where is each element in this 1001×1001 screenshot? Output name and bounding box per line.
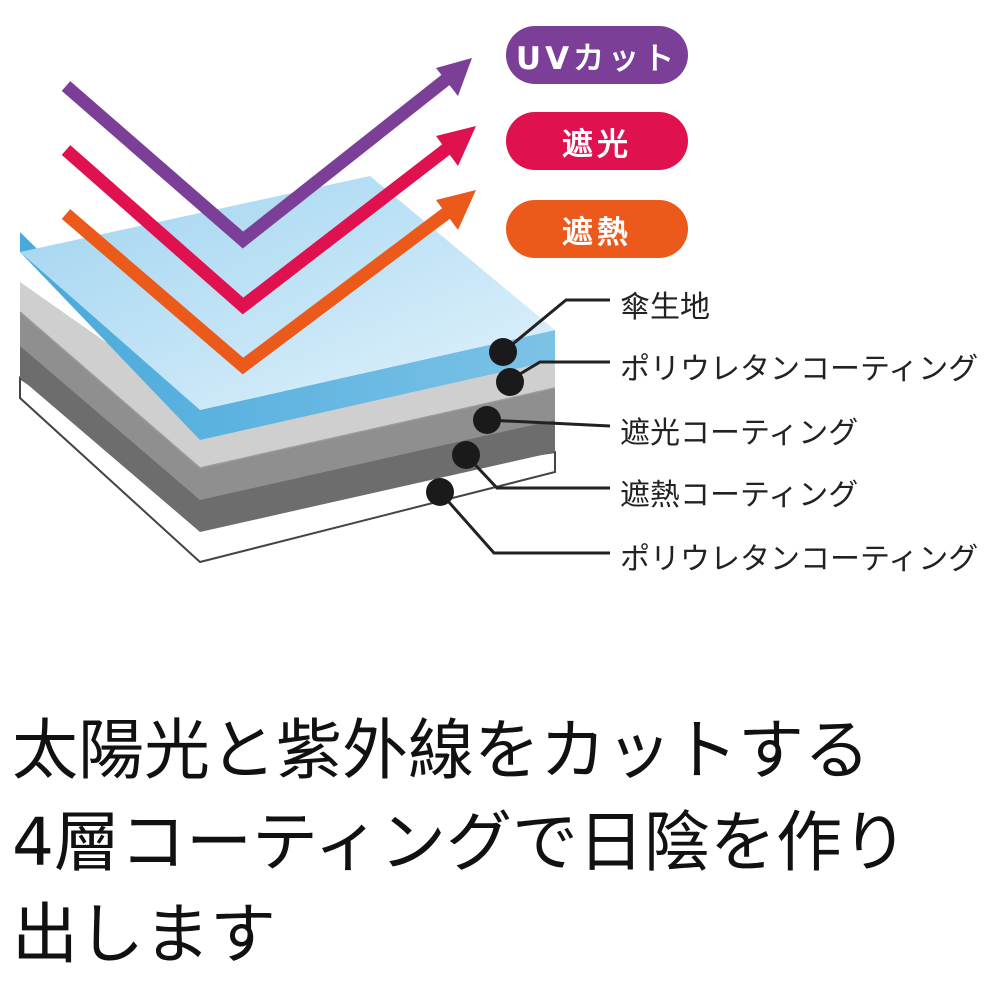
caption-line-2: 4層コーティングで日陰を作り [12,804,909,881]
caption-text: 太陽光と紫外線をカットする 4層コーティングで日陰を作り 出します [12,705,997,981]
label-polyurethane-bottom: ポリウレタンコーティング [620,542,979,577]
heat-block-badge: 遮熱 [506,200,688,258]
caption-line-1: 太陽光と紫外線をカットする [12,712,870,789]
leader-dot-fabric [489,338,517,366]
leader-dot-light-shield [473,406,501,434]
layer-fabric-front [20,232,555,440]
uv-arrow-head [436,58,472,96]
layer-diagram: UVカット 遮光 遮熱 傘生地 ポリウレタンコーティング 遮光コーティング 遮熱… [19,26,979,577]
label-fabric: 傘生地 [620,290,710,325]
leader-dot-polyurethane-top [496,368,524,396]
light-arrow-line [61,142,452,315]
caption-line-3: 出します [12,896,276,973]
label-polyurethane-top: ポリウレタンコーティング [620,352,979,387]
layer-polyurethane-top [20,282,555,468]
leader-line-polyurethane-bottom [438,491,610,555]
leader-dot-heat-shield [452,441,480,469]
label-heat-shield: 遮熱コーティング [620,478,859,513]
heat-arrow-line [61,206,452,375]
uv-cut-badge: UVカット [506,26,688,84]
leader-line-heat-shield [464,453,610,490]
leader-line-fabric [502,298,610,354]
heat-arrow-head [436,190,476,230]
diagram-graphic [19,58,611,564]
leader-line-light-shield [486,418,611,428]
uv-arrow-line [61,72,453,249]
label-light-shield: 遮光コーティング [620,416,859,451]
light-arrow-head [436,126,476,166]
leader-dot-polyurethane-bottom [426,478,454,506]
layer-heat-shield [20,346,555,532]
light-block-badge: 遮光 [506,112,688,170]
layer-light-shield [20,312,555,500]
